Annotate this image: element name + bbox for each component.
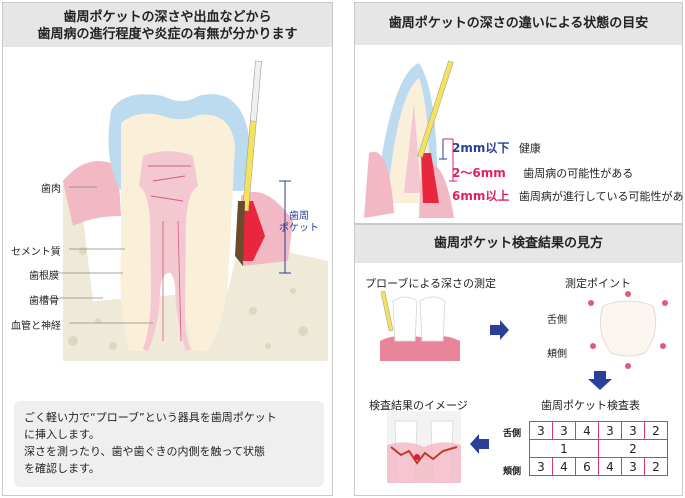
exam-result-illustration [387,411,461,483]
table-cell: 4 [575,421,599,440]
left-title-line2: 歯周病の進行程度や炎症の有無が分かります [37,27,298,42]
table-cell: 1 [529,439,599,458]
tongue-side-label: 舌側 [547,315,567,326]
table-cheek-label: 頬側 [503,467,522,477]
table-cell: 2 [598,439,668,458]
note-line1: ごく軽い力で“プローブ”という器具を歯周ポケット [24,411,277,424]
table-row-tongue: 3 3 4 3 3 2 [529,421,668,440]
bleed-value-1: 1 [560,441,568,456]
label-cementum: セメント質 [11,247,61,258]
depth-row-advanced: 6mm以上 歯周病が進行している可能性がある [452,187,685,204]
note-line2: に挿入します。 [24,428,100,441]
right-top-header: 歯周ポケットの深さの違いによる状態の目安 [355,3,682,45]
label-pocket-line2: ポケット [279,223,319,234]
table-cell: 3 [529,421,553,440]
probe-explanation-note: ごく軽い力で“プローブ”という器具を歯周ポケット に挿入します。 深さを測ったり… [14,401,324,487]
tooth-cross-section-illustration [55,60,328,361]
probe-measure-label: プローブによる深さの測定 [365,277,497,290]
exam-image-label: 検査結果のイメージ [369,399,468,412]
label-nerve: 血管と神経 [11,321,61,332]
cheek-side-label: 頬側 [547,349,567,360]
depth-possible-value: 2〜6mm [452,166,506,180]
right-top-panel: 歯周ポケットの深さの違いによる状態の目安 2mm以下 健康 2〜6mm 歯周病の… [354,2,685,224]
depth-row-healthy: 2mm以下 健康 [452,139,541,156]
depth-healthy-value: 2mm以下 [452,141,510,155]
arrow-down-icon [588,371,612,390]
table-row-cheek: 3 4 6 4 3 2 [529,457,668,476]
label-ligament: 歯根膜 [29,271,59,282]
depth-possible-status: 歯周病の可能性がある [523,167,634,180]
arrow-left-icon [470,434,489,454]
right-bottom-header: 歯周ポケット検査結果の見方 [355,225,682,263]
table-cell: 4 [598,457,622,476]
depth-advanced-status: 歯周病が進行している可能性がある [518,190,685,203]
label-bone: 歯槽骨 [29,296,59,307]
table-cell: 3 [529,457,553,476]
left-panel-header: 歯周ポケットの深さや出血などから 歯周病の進行程度や炎症の有無が分かります [3,3,332,47]
table-cell: 6 [575,457,599,476]
table-row-bleeding: 1 2 [529,439,668,458]
depth-row-possible: 2〜6mm 歯周病の可能性がある [452,164,633,181]
table-title: 歯周ポケット検査表 [541,399,640,412]
table-cell: 3 [598,421,622,440]
depth-healthy-status: 健康 [518,142,541,155]
bleed-value-2: 2 [629,441,637,456]
probe-measure-illustration [380,291,460,361]
pocket-depth-illustration [364,60,457,218]
arrow-right-icon [490,320,509,340]
label-gum: 歯肉 [41,184,61,195]
depth-advanced-value: 6mm以上 [452,189,510,203]
note-line3: 深さを測ったり、歯や歯ぐきの内側を触って状態 [24,445,266,458]
measure-point-label: 測定ポイント [565,277,631,290]
table-cell: 4 [552,457,576,476]
measure-point-illustration [588,291,668,369]
table-cell: 2 [644,457,668,476]
left-panel: 歯周ポケットの深さや出血などから 歯周病の進行程度や炎症の有無が分かります [2,2,333,496]
table-cell: 2 [644,421,668,440]
left-title-line1: 歯周ポケットの深さや出血などから [63,10,272,25]
table-tongue-label: 舌側 [503,429,522,439]
note-line4: を確認します。 [24,462,100,475]
table-cell: 3 [621,421,645,440]
pocket-exam-table: 3 3 4 3 3 2 1 2 3 4 6 4 3 2 [529,421,668,476]
table-cell: 3 [621,457,645,476]
table-cell: 3 [552,421,576,440]
right-bottom-panel: 歯周ポケット検査結果の見方 プローブによる深さの測定 測定ポイント 舌側 頬側 … [354,224,683,496]
label-pocket-line1: 歯周 [289,211,309,222]
label-pocket: 歯周 ポケット [279,211,319,235]
